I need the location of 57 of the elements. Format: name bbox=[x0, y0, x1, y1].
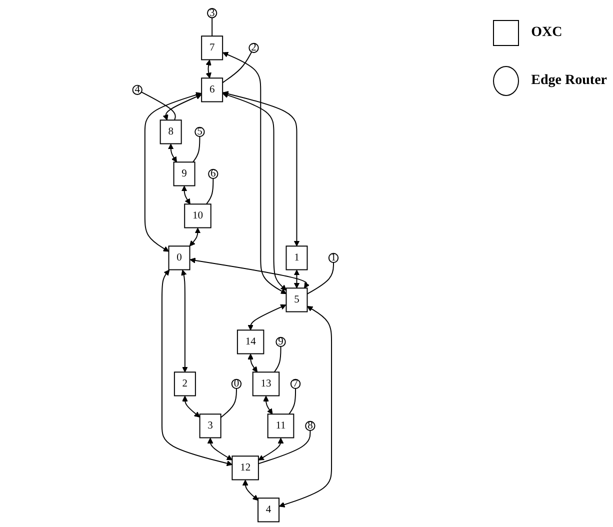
arrow bbox=[222, 52, 286, 294]
node-circle: 9 bbox=[275, 336, 286, 348]
arrow bbox=[278, 306, 332, 508]
node-box: 2 bbox=[174, 372, 196, 396]
arrow bbox=[222, 92, 286, 291]
connector bbox=[206, 178, 214, 205]
arrow bbox=[205, 60, 212, 78]
connector bbox=[140, 92, 176, 121]
arrow bbox=[247, 304, 286, 330]
arrow bbox=[247, 354, 258, 372]
node-circle: 2 bbox=[248, 42, 258, 53]
node-box: 6 bbox=[200, 78, 223, 102]
node-box: 0 bbox=[168, 246, 190, 270]
connector bbox=[273, 346, 281, 373]
node-circle: 0 bbox=[230, 378, 242, 390]
node-box: 3 bbox=[198, 414, 221, 438]
node-box: 1 bbox=[285, 246, 308, 270]
arrow bbox=[242, 480, 258, 501]
node-box: 10 bbox=[184, 204, 211, 228]
node-box: 13 bbox=[252, 372, 280, 396]
node-box: 14 bbox=[236, 330, 264, 354]
node-box: 4 bbox=[257, 498, 280, 522]
node-box: 9 bbox=[172, 162, 195, 186]
node-box: 11 bbox=[266, 414, 294, 438]
connector bbox=[192, 136, 200, 163]
node-circle: 3 bbox=[206, 8, 217, 18]
arrow bbox=[182, 396, 200, 418]
legend-label: Edge Router bbox=[531, 73, 607, 89]
node-circle: 4 bbox=[132, 84, 142, 95]
arrow bbox=[222, 91, 300, 246]
arrow bbox=[293, 270, 300, 288]
arrow bbox=[258, 438, 284, 460]
node-box: 12 bbox=[231, 456, 259, 480]
node-box: 8 bbox=[159, 120, 182, 144]
node-circle: 5 bbox=[194, 126, 204, 137]
legend-label: OXC bbox=[531, 25, 562, 41]
arrow bbox=[144, 92, 202, 252]
arrow bbox=[188, 228, 200, 246]
node-circle: 6 bbox=[208, 168, 218, 179]
arrow bbox=[262, 396, 272, 414]
arrow bbox=[180, 186, 190, 204]
node-circle: 1 bbox=[328, 252, 338, 263]
arrow bbox=[168, 144, 177, 162]
connector bbox=[306, 262, 334, 294]
connector bbox=[258, 430, 310, 464]
arrow bbox=[207, 438, 232, 460]
node-circle: 8 bbox=[304, 420, 315, 432]
connector bbox=[288, 388, 296, 415]
node-box: 5 bbox=[285, 288, 308, 312]
arrow bbox=[189, 258, 310, 288]
arrow bbox=[161, 270, 232, 466]
connector bbox=[220, 388, 237, 418]
connector bbox=[222, 51, 252, 84]
connector bbox=[211, 17, 212, 37]
arrow bbox=[162, 94, 202, 120]
arrow bbox=[180, 270, 188, 372]
node-box: 7 bbox=[200, 36, 223, 60]
